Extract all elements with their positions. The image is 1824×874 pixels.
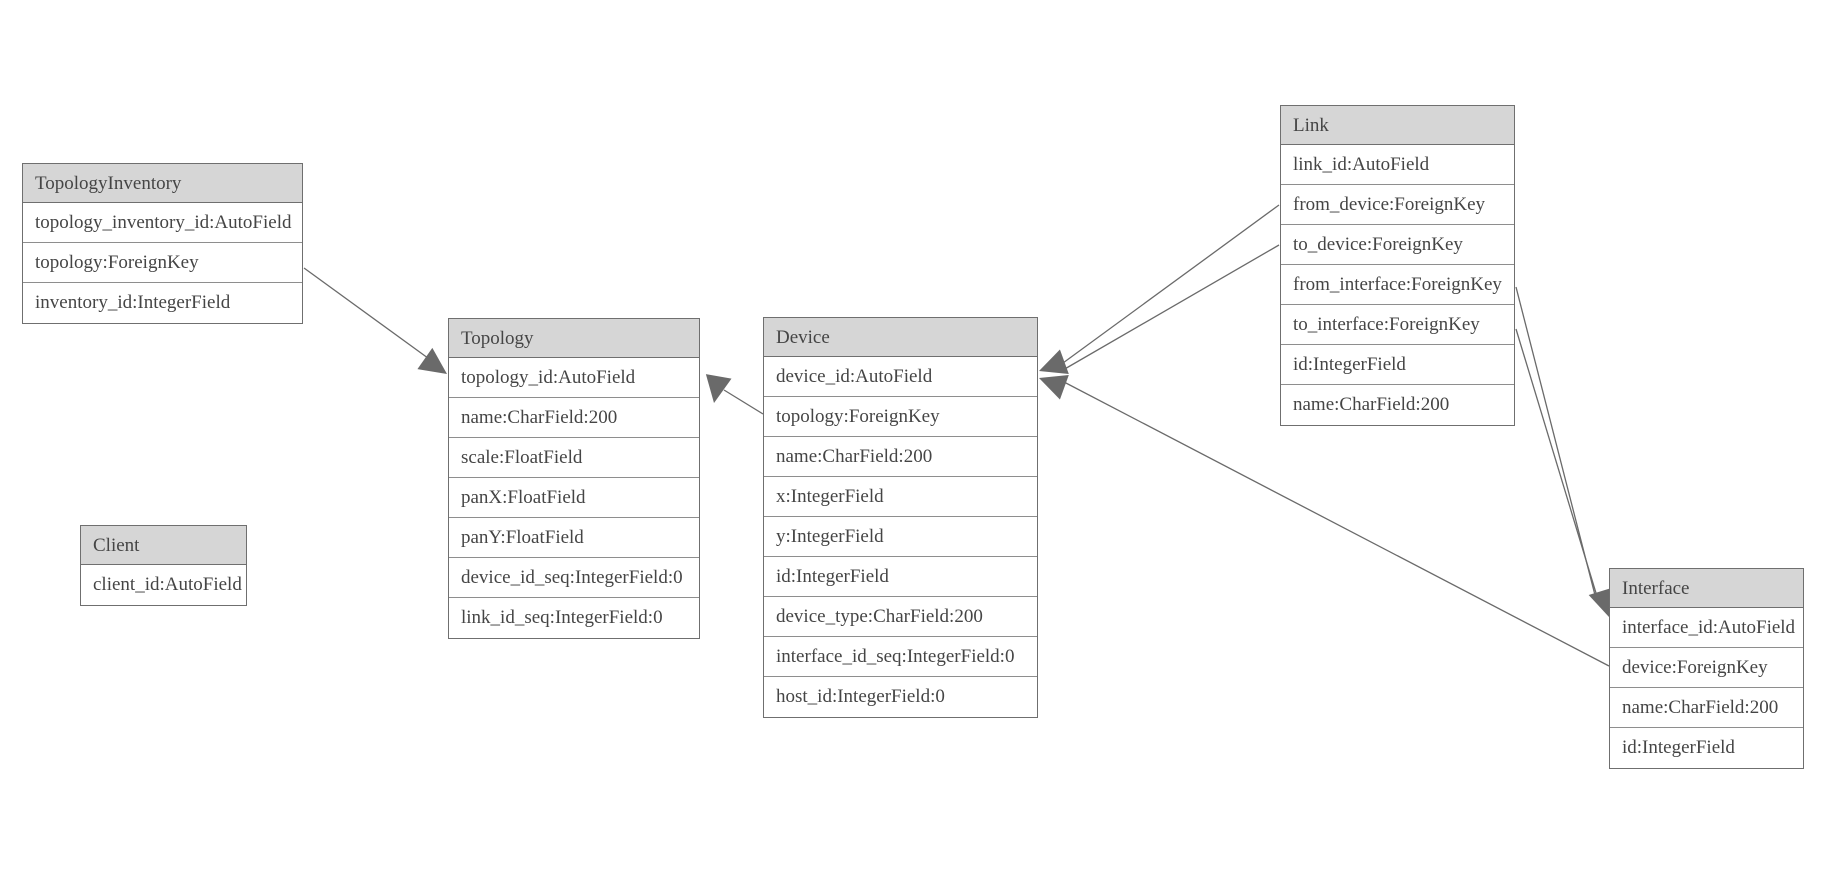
- edge-link-from-interface-interface: [1515, 286, 1597, 600]
- entity-interface-field-1: device:ForeignKey: [1610, 648, 1803, 688]
- entity-link-field-0: link_id:AutoField: [1281, 145, 1514, 185]
- entity-header: Topology: [449, 319, 699, 358]
- entity-device-field-6: device_type:CharField:200: [764, 597, 1037, 637]
- edge-link-to-interface-interface: [1515, 328, 1600, 604]
- edge-link-from-device-device: [1062, 204, 1280, 364]
- entity-interface-field-2: name:CharField:200: [1610, 688, 1803, 728]
- edge-device-topology: [723, 389, 764, 415]
- entity-title: Link: [1293, 115, 1329, 136]
- entity-header: Link: [1281, 106, 1514, 145]
- edge-topologyinventory-topology: [303, 267, 433, 362]
- entity-interface-field-3: id:IntegerField: [1610, 728, 1803, 768]
- entity-link-field-1: from_device:ForeignKey: [1281, 185, 1514, 225]
- entity-topology-inventory-field-0: topology_inventory_id:AutoField: [23, 203, 302, 243]
- entity-client-field-0: client_id:AutoField: [81, 565, 246, 605]
- entity-topology-field-0: topology_id:AutoField: [449, 358, 699, 398]
- entity-link-field-6: name:CharField:200: [1281, 385, 1514, 425]
- entity-link-field-2: to_device:ForeignKey: [1281, 225, 1514, 265]
- entity-topology-field-6: link_id_seq:IntegerField:0: [449, 598, 699, 638]
- entity-title: Device: [776, 327, 830, 348]
- entity-topology-field-2: scale:FloatField: [449, 438, 699, 478]
- entity-link-field-4: to_interface:ForeignKey: [1281, 305, 1514, 345]
- entity-header: Client: [81, 526, 246, 565]
- edge-link-to-device-device-arrowhead: [1039, 349, 1069, 374]
- entity-topology-field-4: panY:FloatField: [449, 518, 699, 558]
- entity-title: Client: [93, 535, 140, 556]
- entity-link-field-5: id:IntegerField: [1281, 345, 1514, 385]
- edge-topologyinventory-topology-arrowhead: [417, 347, 447, 374]
- edge-device-topology-arrowhead: [705, 374, 732, 403]
- entity-topology-field-1: name:CharField:200: [449, 398, 699, 438]
- edge-link-to-device-device: [1062, 244, 1280, 371]
- edge-interface-device-arrowhead: [1039, 375, 1069, 400]
- entity-link-field-3: from_interface:ForeignKey: [1281, 265, 1514, 305]
- entity-topology-inventory-field-2: inventory_id:IntegerField: [23, 283, 302, 323]
- entity-interface-field-0: interface_id:AutoField: [1610, 608, 1803, 648]
- entity-device-field-1: topology:ForeignKey: [764, 397, 1037, 437]
- entity-topology-inventory: TopologyInventory topology_inventory_id:…: [22, 163, 303, 324]
- entity-device-field-7: interface_id_seq:IntegerField:0: [764, 637, 1037, 677]
- entity-title: Interface: [1622, 578, 1690, 599]
- entity-fields: client_id:AutoField: [81, 565, 246, 605]
- entity-device-field-8: host_id:IntegerField:0: [764, 677, 1037, 717]
- entity-topology-field-5: device_id_seq:IntegerField:0: [449, 558, 699, 598]
- entity-device-field-2: name:CharField:200: [764, 437, 1037, 477]
- entity-topology-inventory-field-1: topology:ForeignKey: [23, 243, 302, 283]
- entity-header: TopologyInventory: [23, 164, 302, 203]
- entity-header: Interface: [1610, 569, 1803, 608]
- entity-header: Device: [764, 318, 1037, 357]
- entity-device-field-4: y:IntegerField: [764, 517, 1037, 557]
- entity-title: Topology: [461, 328, 534, 349]
- entity-device-field-5: id:IntegerField: [764, 557, 1037, 597]
- entity-title: TopologyInventory: [35, 173, 182, 194]
- entity-device-field-3: x:IntegerField: [764, 477, 1037, 517]
- entity-client: Client client_id:AutoField: [80, 525, 247, 606]
- entity-device-field-0: device_id:AutoField: [764, 357, 1037, 397]
- entity-topology-field-3: panX:FloatField: [449, 478, 699, 518]
